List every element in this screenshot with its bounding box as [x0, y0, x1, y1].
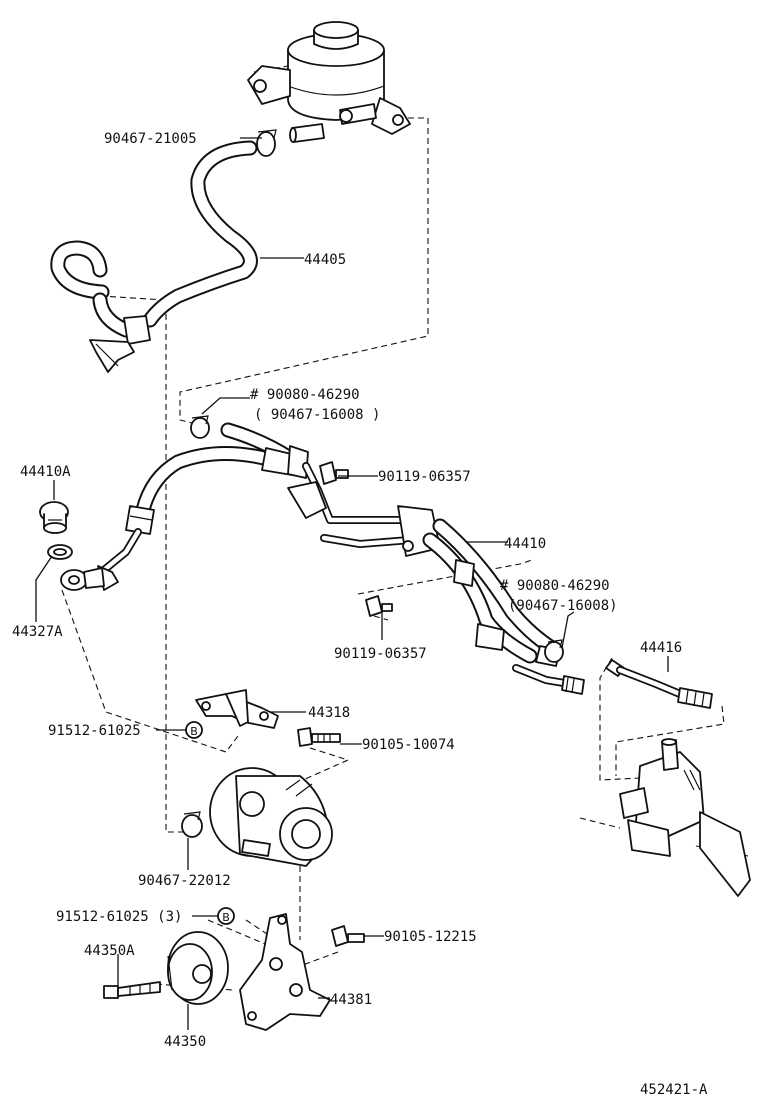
- label-44350: 44350: [164, 1034, 206, 1050]
- label-44410A: 44410A: [20, 464, 71, 480]
- clamp-90467-22012: [181, 811, 203, 838]
- label-44327A: 44327A: [12, 624, 63, 640]
- label-44381: 44381: [330, 992, 372, 1008]
- washer-marker-b-1: B: [185, 721, 203, 739]
- clamp-90467-21005: [256, 129, 277, 157]
- label-90105-12215: 90105-12215: [384, 929, 477, 945]
- tube-44416: [605, 659, 713, 709]
- pulley-44350: [167, 931, 229, 1005]
- washer-marker-b-2-text: B: [222, 911, 230, 924]
- label-44410: 44410: [504, 536, 546, 552]
- label-90105-10074: 90105-10074: [362, 737, 455, 753]
- label-44318: 44318: [308, 705, 350, 721]
- washer-marker-b-2: B: [217, 907, 235, 925]
- label-91512-61025-3: 91512-61025 (3): [56, 909, 182, 925]
- power-steering-pump: [209, 767, 333, 867]
- pressure-hose-44410: [60, 422, 585, 695]
- clamp-90467-16008-a: [190, 415, 210, 439]
- label-90080-46290-a: # 90080-46290: [250, 387, 360, 403]
- bolt-44350A: [103, 981, 161, 999]
- clamp-90467-16008-b: [544, 639, 564, 663]
- label-90080-46290-b: # 90080-46290: [500, 578, 610, 594]
- gasket-44327A: [47, 544, 73, 560]
- bolt-90119-06357-a: [319, 461, 349, 485]
- label-44416: 44416: [640, 640, 682, 656]
- label-90467-16008-a: ( 90467-16008 ): [254, 407, 380, 423]
- label-90119-06357-a: 90119-06357: [378, 469, 471, 485]
- label-90467-22012: 90467-22012: [138, 873, 231, 889]
- bracket-44318: [195, 689, 279, 729]
- reservoir-tank: [247, 21, 411, 143]
- drawing-id: 452421-A: [640, 1082, 708, 1098]
- washer-marker-b-1-text: B: [190, 725, 198, 738]
- steering-gear: [619, 738, 751, 897]
- bolt-90105-12215: [331, 925, 365, 947]
- return-hose-44405: [50, 140, 258, 373]
- label-44350A: 44350A: [84, 943, 135, 959]
- bracket-44381: [239, 913, 331, 1031]
- label-90467-16008-b: (90467-16008): [508, 598, 618, 614]
- union-bolt-44410A: [39, 501, 69, 534]
- leader-lines: [35, 137, 669, 1030]
- bolt-90119-06357-b: [365, 595, 393, 617]
- label-44405: 44405: [304, 252, 346, 268]
- part-labels: 90467-21005 44405 # 90080-46290 ( 90467-…: [12, 131, 708, 1098]
- label-90119-06357-b: 90119-06357: [334, 646, 427, 662]
- label-90467-21005: 90467-21005: [104, 131, 197, 147]
- label-91512-61025: 91512-61025: [48, 723, 141, 739]
- bolt-90105-10074: [297, 727, 341, 747]
